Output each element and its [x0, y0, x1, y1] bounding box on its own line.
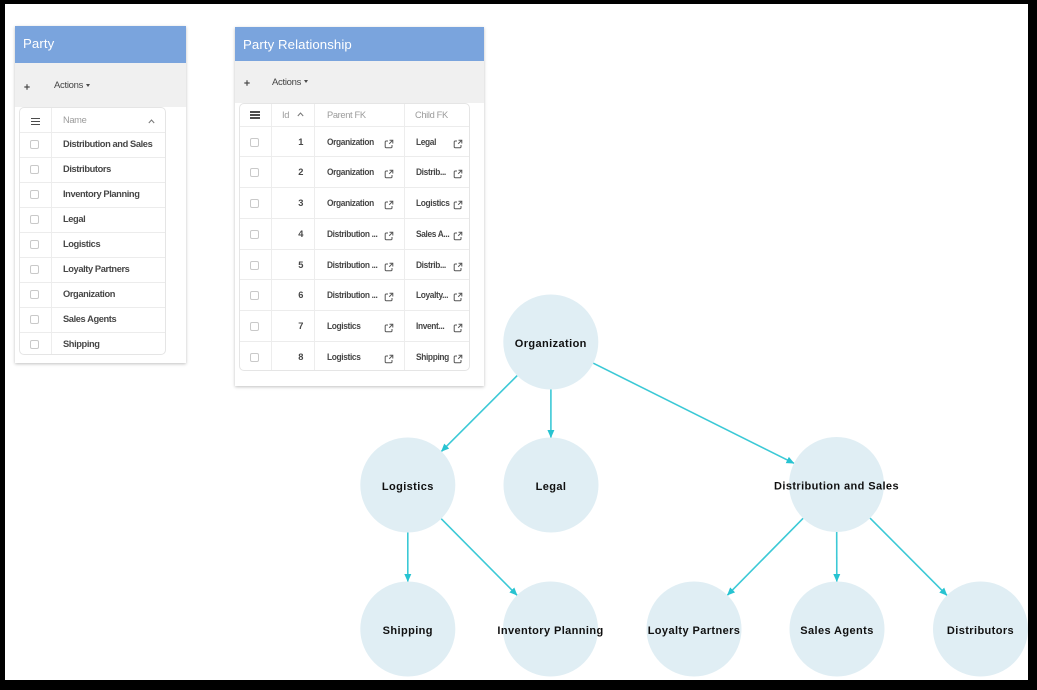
svg-text:Logistics: Logistics: [382, 481, 434, 493]
svg-text:Shipping: Shipping: [383, 625, 433, 637]
svg-text:Loyalty Partners: Loyalty Partners: [648, 625, 741, 637]
svg-text:Organization: Organization: [515, 338, 587, 350]
svg-text:Inventory Planning: Inventory Planning: [497, 625, 603, 637]
svg-text:Legal: Legal: [536, 481, 567, 493]
svg-text:Sales Agents: Sales Agents: [800, 625, 873, 637]
svg-text:Distributors: Distributors: [947, 625, 1014, 637]
svg-text:Distribution and Sales: Distribution and Sales: [774, 481, 899, 493]
